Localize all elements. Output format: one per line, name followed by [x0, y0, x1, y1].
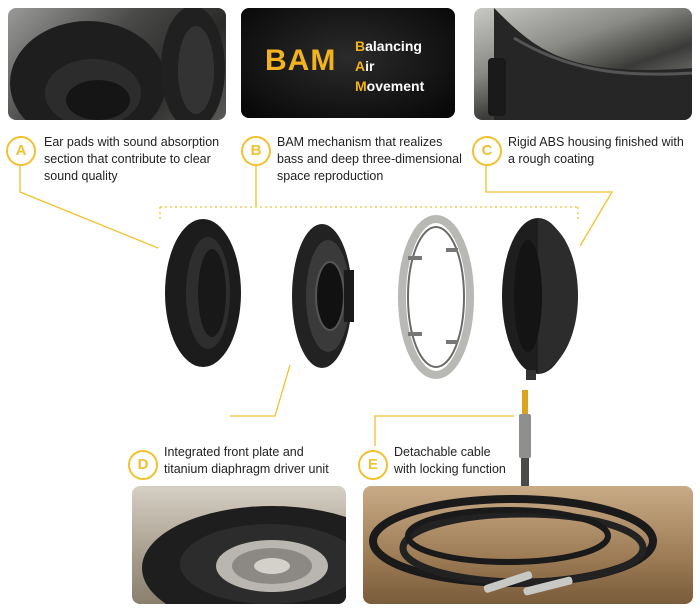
connector-c — [485, 164, 614, 247]
driver-plate-part — [292, 224, 354, 368]
connector-a — [19, 164, 159, 249]
housing-photo — [474, 8, 692, 120]
housing-part — [502, 218, 578, 380]
callout-e-text: Detachable cable with locking function — [394, 445, 506, 476]
bam-word-balancing: Balancing — [355, 38, 422, 54]
callout-b-badge: B — [241, 136, 271, 166]
callout-b-text: BAM mechanism that realizes bass and dee… — [277, 135, 462, 183]
connector-d — [230, 364, 291, 417]
driver-photo — [132, 486, 346, 604]
callout-c-badge: C — [472, 136, 502, 166]
callout-d-text: Integrated front plate and titanium diap… — [164, 445, 329, 476]
metal-ring-part — [398, 215, 474, 379]
bam-word-air: Air — [355, 58, 375, 74]
bam-acronym: BAM — [265, 44, 337, 77]
bam-logo-panel: BAM Balancing Air Movement — [241, 8, 455, 118]
driver-illustration — [142, 506, 346, 604]
earpad-photo — [8, 8, 226, 120]
callout-c-text: Rigid ABS housing finished with a rough … — [508, 135, 684, 166]
connector-e — [374, 415, 514, 446]
housing-illustration — [488, 8, 692, 120]
cable-illustration — [369, 495, 657, 596]
earpad-illustration — [10, 8, 225, 120]
callout-a-text: Ear pads with sound absorption section t… — [44, 135, 220, 183]
callout-a-badge: A — [6, 136, 36, 166]
cable-photo — [363, 486, 693, 604]
bam-word-movement: Movement — [355, 78, 425, 94]
callout-e-badge: E — [358, 450, 388, 480]
cable-plug-part — [519, 390, 531, 488]
earpad-part — [165, 219, 241, 367]
callout-d-badge: D — [128, 450, 158, 480]
